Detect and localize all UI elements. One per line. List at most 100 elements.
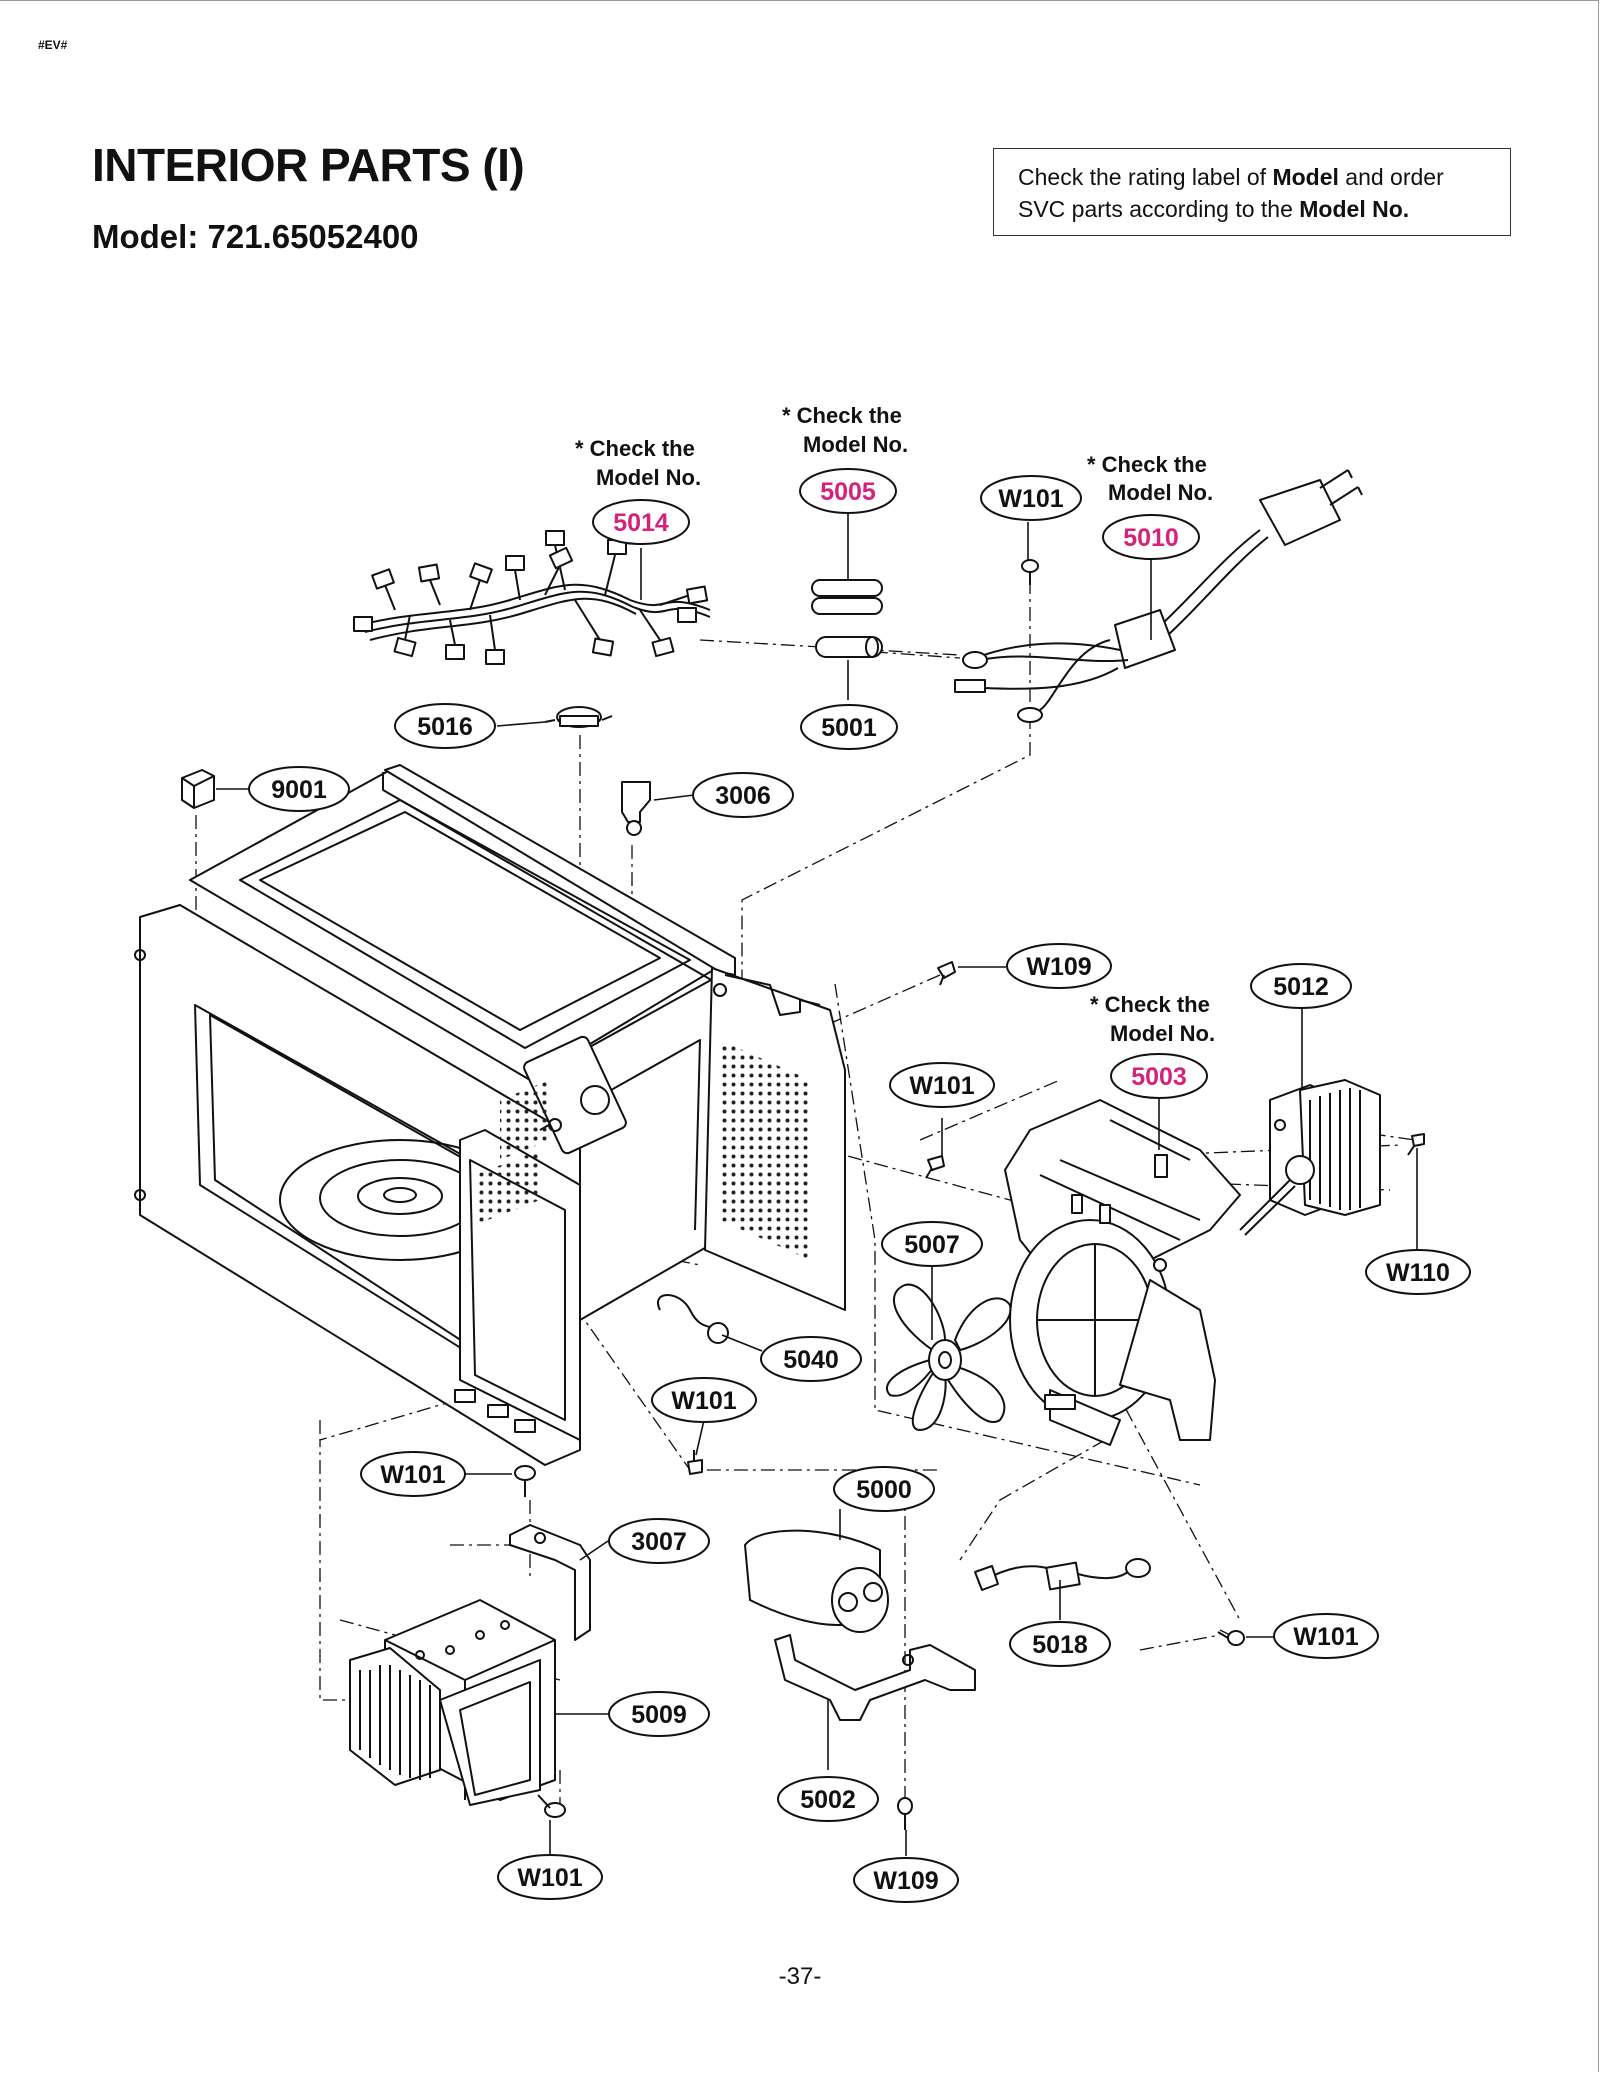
latch-3006: [621, 781, 651, 836]
check-note-5014: * Check the Model No.: [575, 436, 701, 490]
callout-5007: 5007: [881, 1221, 983, 1267]
label-5005: 5005: [820, 478, 876, 506]
check-note-5010: * Check the Model No.: [1087, 452, 1213, 505]
check-note-5005-line2: Model No.: [803, 432, 908, 457]
check-note-5010-line1: * Check the: [1087, 452, 1207, 477]
fuse-clips-5005: [811, 579, 883, 615]
callout-w109-b: W109: [853, 1857, 959, 1903]
callout-5016: 5016: [394, 703, 496, 749]
label-5000: 5000: [856, 1476, 912, 1504]
page-number: -37-: [778, 1963, 822, 1990]
check-note-5003-line1: * Check the: [1090, 992, 1210, 1017]
notice-bold-2: Model No.: [1299, 196, 1410, 222]
noise-filter-5018: [974, 1558, 1151, 1591]
callout-5018: 5018: [1009, 1621, 1111, 1667]
label-3007: 3007: [631, 1528, 687, 1556]
fan-motor-5012: [1239, 1079, 1381, 1236]
callout-5040: 5040: [760, 1336, 862, 1382]
label-w101-b: W101: [517, 1864, 582, 1892]
oven-cavity: [134, 764, 846, 1466]
callout-w101-l: W101: [360, 1451, 466, 1497]
notice-text-1: Check the rating label of: [1018, 164, 1273, 190]
wire-harness-5014: [353, 530, 711, 665]
callout-5003: 5003: [1110, 1053, 1208, 1099]
callout-w101-b: W101: [497, 1854, 603, 1900]
thermostat-5016: [544, 706, 613, 728]
check-note-5003: * Check the Model No.: [1090, 992, 1215, 1046]
callout-9001: 9001: [248, 766, 350, 812]
leader-lines: [216, 508, 1418, 1856]
magnetron-5009: [349, 1599, 556, 1806]
check-note-5003-line2: Model No.: [1110, 1021, 1215, 1046]
notice-bold-1: Model: [1272, 164, 1339, 190]
label-5016: 5016: [417, 713, 473, 741]
bracket-3007: [509, 1524, 591, 1641]
fan-guide-5003: [1004, 1099, 1241, 1446]
label-5018: 5018: [1032, 1631, 1088, 1659]
callout-w101-c: W101: [651, 1377, 757, 1423]
page-title: INTERIOR PARTS (I): [92, 139, 525, 191]
label-5002: 5002: [800, 1786, 856, 1814]
label-w101-l: W101: [380, 1461, 445, 1489]
callout-5012: 5012: [1250, 963, 1352, 1009]
callout-w101-r: W101: [1273, 1613, 1379, 1659]
label-5009: 5009: [631, 1701, 687, 1729]
check-note-5014-line1: * Check the: [575, 436, 695, 461]
notice-box: Check the rating label of Model and orde…: [993, 148, 1511, 236]
callout-w110: W110: [1365, 1249, 1471, 1295]
label-5012: 5012: [1273, 973, 1329, 1001]
label-5003: 5003: [1131, 1063, 1187, 1091]
check-note-5005: * Check the Model No.: [782, 403, 908, 457]
label-9001: 9001: [271, 776, 327, 804]
label-5010: 5010: [1123, 524, 1179, 552]
callout-5002: 5002: [777, 1776, 879, 1822]
label-5040: 5040: [783, 1346, 839, 1374]
label-3006: 3006: [715, 782, 771, 810]
callout-3006: 3006: [692, 772, 794, 818]
label-w101-c: W101: [671, 1387, 736, 1415]
check-note-5014-line2: Model No.: [596, 465, 701, 490]
callout-5010: 5010: [1102, 514, 1200, 560]
callout-3007: 3007: [608, 1518, 710, 1564]
callout-w109-top: W109: [1006, 943, 1112, 989]
screw-w101-top: [1021, 559, 1039, 585]
label-5001: 5001: [821, 714, 877, 742]
label-5014: 5014: [613, 509, 669, 537]
screw-w109-b: [897, 1797, 913, 1830]
callout-w101-top: W101: [980, 475, 1082, 521]
screw-w109-top: [937, 961, 956, 986]
callout-w101-mid: W101: [889, 1062, 995, 1108]
screw-w110: [1407, 1133, 1425, 1156]
capacitor-5000: [744, 1529, 889, 1633]
capacitor-bracket-5002: [774, 1634, 976, 1721]
screw-w101-mid: [925, 1155, 945, 1179]
callout-5005: 5005: [799, 468, 897, 514]
label-w101-r: W101: [1293, 1623, 1358, 1651]
label-w101-top: W101: [998, 485, 1063, 513]
callout-5014: 5014: [592, 499, 690, 545]
screw-w101-l: [514, 1465, 536, 1497]
callout-5001: 5001: [800, 704, 898, 750]
screw-w101-c: [687, 1450, 703, 1475]
label-w101-mid: W101: [909, 1072, 974, 1100]
fuse-5001: [815, 636, 883, 658]
label-w109-b: W109: [873, 1867, 938, 1895]
label-w110: W110: [1386, 1259, 1450, 1287]
label-5007: 5007: [904, 1231, 960, 1259]
check-note-5010-line2: Model No.: [1108, 480, 1213, 505]
callout-5000: 5000: [833, 1466, 935, 1512]
power-cord-5010: [954, 469, 1363, 723]
label-w109-top: W109: [1026, 953, 1091, 981]
callout-5009: 5009: [608, 1691, 710, 1737]
model-number: Model: 721.65052400: [92, 218, 419, 255]
screw-w101-r: [1217, 1630, 1245, 1646]
notice-text-2: and order SVC parts according to the: [1018, 164, 1444, 222]
spring-5040: [657, 1294, 729, 1344]
check-note-5005-line1: * Check the: [782, 403, 902, 428]
fan-5007: [885, 1283, 1012, 1431]
screw-w101-b: [537, 1794, 566, 1818]
header-code: #EV#: [38, 38, 68, 52]
part-9001: [181, 769, 215, 809]
